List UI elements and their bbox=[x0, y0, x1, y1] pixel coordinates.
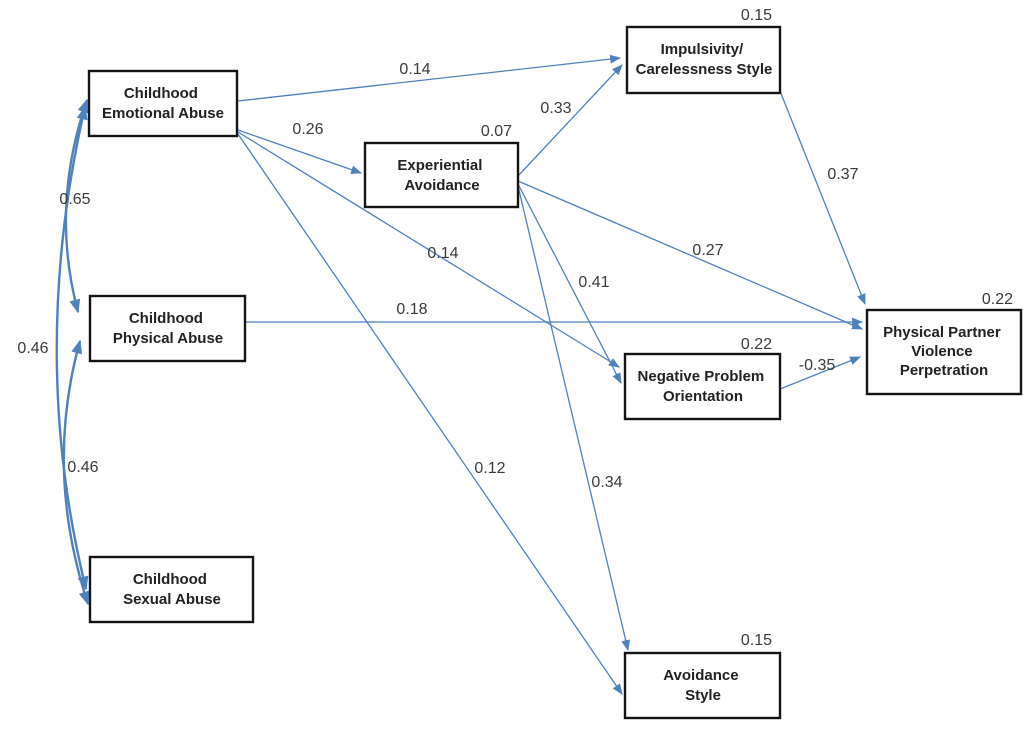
node-avoidance-style: Avoidance Style bbox=[623, 651, 782, 720]
node-childhood-sexual-abuse: Childhood Sexual Abuse bbox=[88, 555, 255, 624]
node-childhood-physical-abuse: Childhood Physical Abuse bbox=[88, 294, 247, 363]
coef-ea-to-ppvp: 0.27 bbox=[692, 242, 723, 259]
node-childhood-emotional-abuse-label: Childhood Emotional Abuse bbox=[102, 85, 224, 122]
node-label-line: Sexual Abuse bbox=[123, 591, 221, 608]
arrow-cea-to-experiential-avoidance bbox=[237, 129, 363, 174]
coef-cea-to-avoidance-style: 0.12 bbox=[474, 460, 505, 477]
residual-avoidance-style: 0.15 bbox=[741, 632, 772, 649]
coef-npo-to-ppvp: -0.35 bbox=[799, 357, 836, 374]
node-label-line: Childhood bbox=[133, 571, 207, 588]
residual-negative-problem-orientation: 0.22 bbox=[741, 336, 772, 353]
node-childhood-physical-abuse-box bbox=[88, 294, 247, 363]
node-label-line: Emotional Abuse bbox=[102, 105, 224, 122]
node-childhood-emotional-abuse: Childhood Emotional Abuse bbox=[87, 69, 239, 138]
coef-cea-to-impulsivity: 0.14 bbox=[399, 61, 430, 78]
arrow-ea-to-avoidance-style bbox=[517, 185, 630, 652]
node-experiential-avoidance: Experiential Avoidance bbox=[363, 141, 520, 209]
coef-impulsivity-to-ppvp: 0.37 bbox=[827, 166, 858, 183]
arrow-npo-to-ppvp bbox=[779, 356, 862, 390]
coef-ea-to-avoidance-style: 0.34 bbox=[591, 474, 622, 491]
node-negative-problem-orientation-label: Negative Problem Orientation bbox=[638, 368, 769, 405]
covariance-arc-physical-sexual bbox=[62, 339, 90, 606]
covariance-arc-emotional-sexual bbox=[55, 105, 89, 591]
node-childhood-sexual-abuse-box bbox=[88, 555, 255, 624]
coef-cov-emotional-sexual: 0.46 bbox=[17, 340, 48, 357]
node-label-line: Violence bbox=[911, 343, 972, 360]
node-negative-problem-orientation-box bbox=[623, 352, 782, 421]
coef-cea-to-experiential-avoidance: 0.26 bbox=[292, 121, 323, 138]
node-impulsivity-carelessness-style-box bbox=[625, 25, 782, 95]
node-label-line: Negative Problem bbox=[638, 368, 765, 385]
node-label-line: Childhood bbox=[129, 310, 203, 327]
node-avoidance-style-box bbox=[623, 651, 782, 720]
node-experiential-avoidance-label: Experiential Avoidance bbox=[397, 157, 486, 194]
node-label-line: Orientation bbox=[663, 388, 743, 405]
coef-cov-emotional-physical: 0.65 bbox=[59, 191, 90, 208]
node-label-line: Physical Partner bbox=[883, 324, 1001, 341]
node-childhood-sexual-abuse-label: Childhood Sexual Abuse bbox=[123, 571, 221, 608]
node-impulsivity-carelessness-style: Impulsivity/ Carelessness Style bbox=[625, 25, 782, 95]
residual-impulsivity: 0.15 bbox=[741, 7, 772, 24]
node-label-line: Physical Abuse bbox=[113, 330, 223, 347]
arrow-ea-to-impulsivity bbox=[517, 64, 623, 177]
coef-cpa-to-ppvp: 0.18 bbox=[396, 301, 427, 318]
node-negative-problem-orientation: Negative Problem Orientation bbox=[623, 352, 782, 421]
arrow-ea-to-negative-problem-orientation bbox=[517, 183, 622, 384]
coef-cov-physical-sexual: 0.46 bbox=[67, 459, 98, 476]
arrow-ea-to-ppvp bbox=[517, 180, 864, 330]
residual-ppvp: 0.22 bbox=[982, 291, 1013, 308]
node-label-line: Experiential bbox=[397, 157, 482, 174]
coef-ea-to-negative-problem-orientation: 0.41 bbox=[578, 274, 609, 291]
node-label-line: Carelessness Style bbox=[636, 61, 773, 78]
node-label-line: Childhood bbox=[124, 85, 198, 102]
node-physical-partner-violence-perpetration: Physical Partner Violence Perpetration bbox=[865, 308, 1023, 396]
node-childhood-physical-abuse-label: Childhood Physical Abuse bbox=[113, 310, 223, 347]
coef-cea-to-negative-problem-orientation: 0.14 bbox=[427, 245, 458, 262]
node-childhood-emotional-abuse-box bbox=[87, 69, 239, 138]
node-label-line: Style bbox=[685, 687, 721, 704]
residual-experiential-avoidance: 0.07 bbox=[481, 123, 512, 140]
arrow-impulsivity-to-ppvp bbox=[779, 90, 866, 306]
node-physical-partner-violence-perpetration-label: Physical Partner Violence Perpetration bbox=[883, 324, 1005, 379]
node-impulsivity-carelessness-style-label: Impulsivity/ Carelessness Style bbox=[636, 41, 773, 78]
node-label-line: Avoidance bbox=[663, 667, 738, 684]
node-label-line: Avoidance bbox=[404, 177, 479, 194]
node-physical-partner-violence-perpetration-box bbox=[865, 308, 1023, 396]
coef-ea-to-impulsivity: 0.33 bbox=[540, 100, 571, 117]
arrow-cea-to-negative-problem-orientation bbox=[237, 131, 620, 368]
arrow-cea-to-impulsivity bbox=[237, 54, 622, 102]
node-label-line: Impulsivity/ bbox=[661, 41, 744, 58]
node-label-line: Perpetration bbox=[900, 362, 988, 379]
node-avoidance-style-label: Avoidance Style bbox=[663, 667, 742, 704]
arrow-cea-to-avoidance-style bbox=[237, 133, 623, 695]
node-experiential-avoidance-box bbox=[363, 141, 520, 209]
